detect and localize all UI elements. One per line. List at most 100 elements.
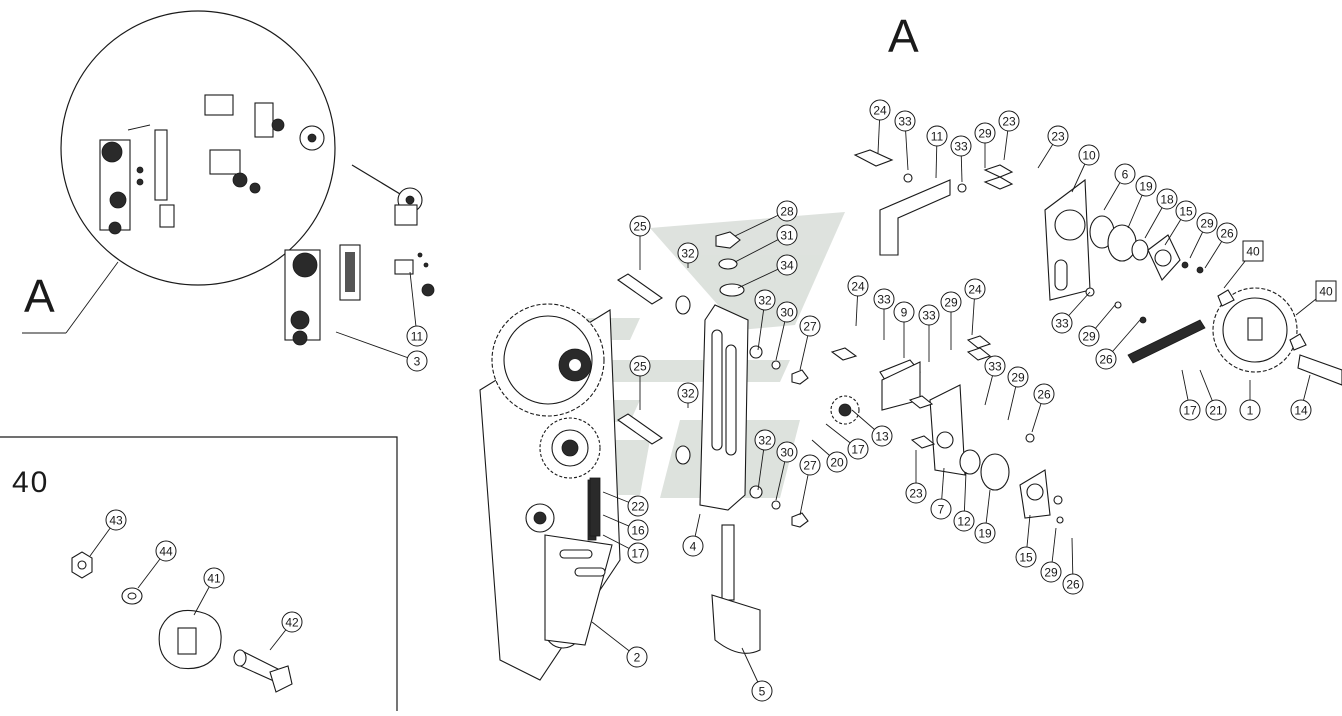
callout-label: 33 xyxy=(988,360,1002,374)
callout-34: 34 xyxy=(737,254,798,289)
callout-circle xyxy=(776,441,798,463)
leader-line xyxy=(335,331,418,362)
bracket-4 xyxy=(699,304,749,511)
callout-label: 25 xyxy=(633,360,647,374)
callout-circle xyxy=(1175,200,1197,222)
callout-circle xyxy=(776,301,798,323)
callout-label: 32 xyxy=(758,294,772,308)
callout-28: 28 xyxy=(734,200,798,237)
callout-7: 7 xyxy=(930,467,952,520)
callout-circle xyxy=(998,110,1020,132)
callout-circle xyxy=(105,509,127,531)
assembly-3 xyxy=(284,164,435,346)
callout-circle xyxy=(1239,399,1261,421)
sprocket-1 xyxy=(1212,287,1342,386)
callout-circle xyxy=(1135,175,1157,197)
callout-circle xyxy=(1015,546,1037,568)
main-frame-assembly xyxy=(479,303,621,681)
callout-24: 24 xyxy=(847,275,869,327)
callout-30: 30 xyxy=(775,441,798,501)
callout-label: 33 xyxy=(1055,317,1069,331)
callout-18: 18 xyxy=(1144,188,1178,239)
callout-label: 26 xyxy=(1066,578,1080,592)
callout-label: 44 xyxy=(159,545,173,559)
callout-label: 29 xyxy=(1044,566,1058,580)
callout-40: 40 xyxy=(1295,280,1337,316)
callout-label: 2 xyxy=(634,651,641,665)
callout-label: 17 xyxy=(1183,404,1197,418)
callout-circle xyxy=(974,122,996,144)
callout-21: 21 xyxy=(1199,369,1227,421)
callout-16: 16 xyxy=(602,514,649,541)
callout-circle xyxy=(627,519,649,541)
callout-label: 32 xyxy=(681,247,695,261)
callout-15: 15 xyxy=(1015,514,1037,568)
callout-12: 12 xyxy=(953,471,975,532)
callout-circle xyxy=(1156,188,1178,210)
callout-circle xyxy=(754,289,776,311)
nut-washer-stack xyxy=(715,231,809,528)
callout-label: 24 xyxy=(873,104,887,118)
callout-11: 11 xyxy=(406,271,428,347)
callout-24: 24 xyxy=(869,99,891,154)
callout-circle xyxy=(1216,222,1238,244)
callout-5: 5 xyxy=(741,647,773,702)
callout-26: 26 xyxy=(1062,537,1084,595)
callout-27: 27 xyxy=(799,454,821,516)
plate-10-assembly xyxy=(1044,178,1204,301)
callout-4: 4 xyxy=(682,513,704,557)
callout-circle xyxy=(894,110,916,132)
callout-6: 6 xyxy=(1103,163,1136,211)
callout-circle xyxy=(1033,383,1055,405)
callout-44: 44 xyxy=(137,540,177,589)
callout-29: 29 xyxy=(1078,304,1116,347)
callout-circle xyxy=(406,350,428,372)
callout-circle xyxy=(1179,399,1201,421)
callout-30: 30 xyxy=(775,301,798,361)
callout-33: 33 xyxy=(894,110,916,171)
callout-label: 30 xyxy=(780,446,794,460)
callout-23: 23 xyxy=(998,110,1020,161)
callout-label: 7 xyxy=(938,503,945,517)
callout-circle xyxy=(871,425,893,447)
callout-15: 15 xyxy=(1164,200,1197,246)
callout-circle xyxy=(677,382,699,404)
callout-label: 23 xyxy=(1002,115,1016,129)
inset-40-parts xyxy=(71,551,293,693)
callout-label: 25 xyxy=(633,220,647,234)
callout-circle xyxy=(974,522,996,544)
callout-circle xyxy=(847,275,869,297)
callout-label: 6 xyxy=(1122,168,1129,182)
callout-label: 17 xyxy=(631,547,645,561)
callout-label: 12 xyxy=(957,515,971,529)
callout-10: 10 xyxy=(1071,144,1100,193)
callout-circle xyxy=(677,242,699,264)
callout-label: 29 xyxy=(1082,330,1096,344)
callout-label: 32 xyxy=(681,387,695,401)
callout-label: 42 xyxy=(285,616,299,630)
callout-box xyxy=(1315,280,1337,302)
callout-label: 4 xyxy=(690,540,697,554)
view-label-main: A xyxy=(888,10,919,62)
callout-circle xyxy=(826,451,848,473)
callout-circle xyxy=(754,429,776,451)
callout-25: 25 xyxy=(629,215,651,270)
callout-circle xyxy=(905,482,927,504)
callout-label: 28 xyxy=(780,205,794,219)
callout-40: 40 xyxy=(1223,240,1264,289)
callout-circle xyxy=(873,288,895,310)
callout-box xyxy=(1242,240,1264,262)
callout-label: 43 xyxy=(109,514,123,528)
callout-29: 29 xyxy=(1040,527,1062,583)
callout-32: 32 xyxy=(754,289,776,351)
callout-circle xyxy=(893,301,915,323)
callout-label: 11 xyxy=(411,330,424,344)
callout-label: 26 xyxy=(1099,353,1113,367)
callout-17: 17 xyxy=(602,534,649,564)
callout-label: 27 xyxy=(803,459,817,473)
leader-line xyxy=(409,271,418,337)
callout-circle xyxy=(869,99,891,121)
callout-circle xyxy=(1095,348,1117,370)
callout-1: 1 xyxy=(1239,380,1261,421)
